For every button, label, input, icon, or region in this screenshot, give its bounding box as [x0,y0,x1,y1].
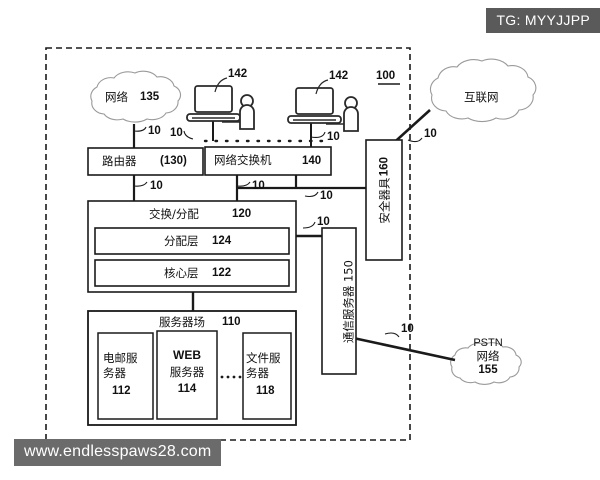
link-label-router-switchdist: 10 [150,180,163,192]
laptop-screen-icon [194,85,233,113]
server-farm-ref: 110 [222,316,241,328]
core-layer-box [94,259,290,287]
pstn-cloud [450,342,522,385]
router-label: 路由器 [102,154,137,168]
core-layer-label: 核心层 [164,266,199,280]
link-label-switch-switchdist: 10 [252,180,265,192]
leader-link-switch-switchdist [236,181,251,187]
figure-reference: 100 [376,70,396,82]
network-switch-box [204,146,332,176]
email-server-box [97,332,154,420]
link-label-cloud-router: 10 [148,125,161,137]
email-server-label-line1: 电邮服 [103,351,138,365]
switch-distribute-ref: 120 [232,208,252,220]
link-label-comm-pstn: 10 [401,323,414,335]
network-switch-ref: 140 [302,155,322,167]
leader-link-workstation-left [183,130,194,140]
leader-link-switch-security [304,191,319,198]
router-box [87,147,204,176]
internet-cloud [429,58,537,123]
web-server-label-line1: WEB [173,348,201,362]
file-server-box [242,332,292,420]
network-cloud-ref: 135 [140,91,160,103]
site-watermark: www.endlesspaws28.com [14,439,222,466]
server-farm-label: 服务器场 [159,315,205,329]
leader-link-router-switchdist [133,181,148,187]
email-server-ref: 112 [112,385,131,397]
link-label-workstation-left: 10 [170,127,183,139]
file-server-label-line2: 务器 [246,366,269,380]
pstn-cloud-ref: 155 [478,364,498,376]
leader-142-left [214,77,228,93]
person-body-icon [343,106,359,132]
laptop-screen-icon [295,87,334,115]
link-label-security-internet: 10 [424,128,437,140]
pstn-cloud-label-line2: 网络 [476,349,500,363]
leader-142-right [315,79,329,95]
leader-link-cloud-router [133,126,147,132]
tg-watermark-badge: TG: MYYJJPP [486,8,600,33]
leader-link-security-internet [407,137,423,143]
pstn-cloud-label-line1: PSTN [473,337,503,349]
switch-distribute-label: 交换/分配 [149,207,199,221]
network-switch-label: 网络交换机 [214,153,272,167]
internet-cloud-label: 互联网 [464,90,499,104]
file-server-label-line1: 文件服 [246,351,281,365]
enterprise-boundary [45,47,411,441]
workstation-right-ref: 142 [329,70,349,82]
security-appliance-ref: 160 [378,157,391,177]
link-label-switch-security: 10 [320,190,333,202]
network-cloud [90,70,182,123]
leader-link-workstation-right [310,131,326,138]
distribution-layer-ref: 124 [212,235,232,247]
web-server-ref: 114 [177,383,197,395]
leader-link-switchdist-comm [302,221,316,229]
router-ref: (130) [160,155,187,167]
leader-link-comm-pstn [384,332,400,338]
server-ellipsis [220,375,242,379]
workstation-left-ref: 142 [228,68,248,80]
link-label-switchdist-comm: 10 [317,216,330,228]
network-cloud-label: 网络 [105,90,128,104]
core-layer-ref: 122 [212,267,232,279]
workstation-left [186,77,255,130]
link-label-workstation-right: 10 [327,131,340,143]
file-server-ref: 118 [256,385,275,397]
web-server-label-line2: 服务器 [169,365,205,379]
comm-server-label: 通信服务器 150 [341,260,356,344]
distribution-layer-box [94,227,290,255]
security-appliance-box [365,139,403,261]
web-server-box [156,330,218,420]
comm-server-box [321,227,357,375]
distribution-layer-label: 分配层 [164,234,199,248]
person-body-icon [239,104,255,130]
email-server-label-line2: 务器 [103,366,126,380]
workstation-right [287,79,359,132]
